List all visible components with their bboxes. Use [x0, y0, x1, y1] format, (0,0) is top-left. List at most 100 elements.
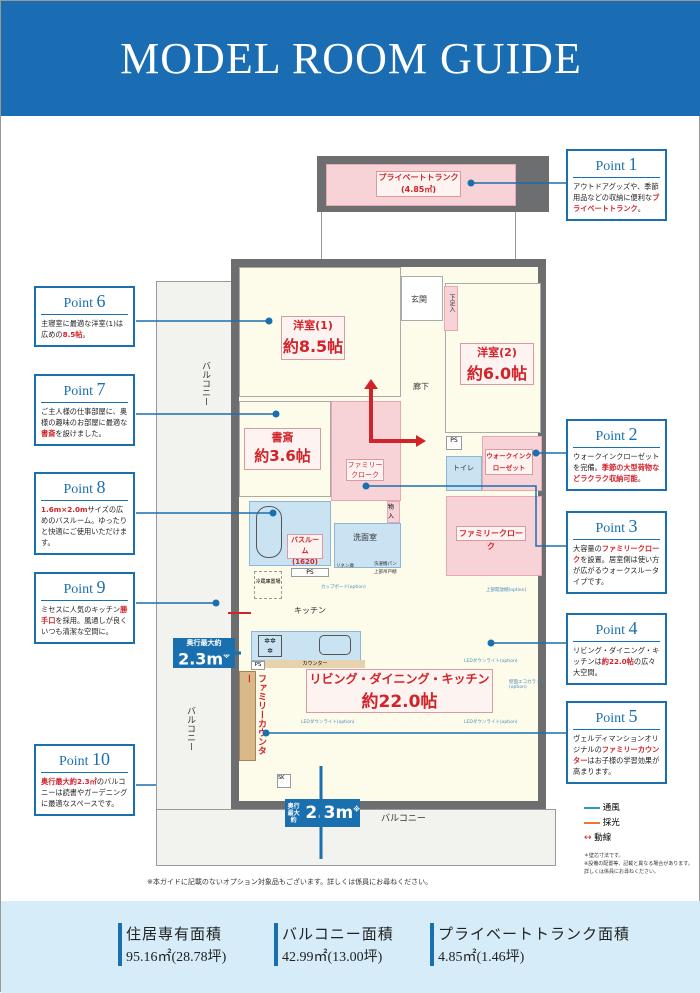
western-room-1-name: 洋室(1) — [293, 319, 333, 332]
cupboard-label: カップボード(option) — [321, 585, 366, 590]
point-text-part: はお子様の学習効果が高まります。 — [573, 756, 660, 776]
point-text: アウトドアグッズや、季節用品などの収納に便利なプライベートトランク。 — [573, 181, 660, 214]
alcove — [321, 212, 516, 259]
balcony-left-label-1: バルコニー — [200, 361, 210, 406]
washroom: 洗面室 — [334, 523, 401, 568]
legend: 通風 採光 ↔ 動線 — [584, 801, 620, 846]
legend-flow: 動線 — [594, 833, 612, 843]
study-label: 書斎約3.6帖 — [244, 428, 321, 470]
point-text: ウォークインクローゼットを完備。季節の大型荷物などラクラク収納可能。 — [573, 451, 660, 484]
kitchen-label: キッチン — [294, 606, 326, 615]
linen-label: リネン庫 — [336, 564, 354, 569]
page-title: MODEL ROOM GUIDE — [1, 1, 700, 116]
point-text-part: ご主人様の仕事部屋に、奥様の趣味のお部屋に最適な — [41, 407, 128, 427]
shoe-cabinet: 下足入 — [444, 286, 458, 331]
point-number: 2 — [628, 424, 638, 444]
point-text-part: アウトドアグッズや、季節用品などの収納に便利な — [573, 182, 659, 202]
point-text-part: を設けました。 — [55, 429, 106, 438]
point-text: リビング・ダイニング・キッチンは約22.0帖の広々大空間。 — [573, 645, 660, 678]
bathtub-icon — [256, 506, 282, 558]
point-text-part: ウォークインクローゼットを完備。 — [573, 452, 660, 472]
point-number: 9 — [96, 577, 106, 597]
ps-label-2: PS — [291, 568, 329, 577]
point-5: Point 5 ヴェルディマンションオリジナルのファミリーカウンターはお子様の学習… — [566, 701, 667, 784]
point-highlight: 勝手口 — [41, 605, 128, 625]
area-title: バルコニー面積 — [282, 927, 394, 943]
trunk-label: プライベートトランク(4.85㎡) — [376, 171, 461, 197]
point-label: Point — [58, 754, 89, 769]
point-label: Point — [595, 623, 626, 638]
storage: 物入 — [387, 501, 400, 523]
point-highlight: 8.5帖 — [62, 330, 83, 339]
point-text-part: ミセスに人気のキッチン — [41, 605, 121, 614]
sk-label: SK — [277, 774, 291, 788]
point-highlight: 書斎 — [41, 429, 56, 438]
ldk-name: リビング・ダイニング・キッチン — [309, 672, 490, 686]
balcony-left — [156, 281, 236, 866]
legend-wind: 通風 — [602, 803, 620, 813]
point-highlight: 1.6m×2.0m — [41, 505, 88, 514]
storage-label: 物入 — [388, 504, 395, 520]
point-text-part: ヴェルディマンションオリジナルの — [573, 734, 659, 754]
depth-value: 2.3m — [178, 649, 224, 669]
toilet: トイレ — [446, 456, 482, 491]
western-room-2-size: 約6.0帖 — [466, 364, 528, 383]
point-number: 8 — [96, 477, 106, 497]
point-label: Point — [63, 296, 94, 311]
ps-label-3: PS — [251, 661, 265, 670]
point-label: Point — [63, 384, 94, 399]
trunk-area: (4.85㎡) — [400, 185, 437, 194]
point-number: 4 — [628, 618, 638, 638]
footnote: ※本ガイドに記載のないオプション対象品もございます。詳しくは係員にお尋ねください… — [147, 878, 433, 886]
point-text-part: の広々大空間。 — [573, 657, 656, 677]
depth-value-2: 2.3m — [305, 803, 354, 823]
area-summary — [1, 901, 700, 993]
point-highlight: ファミリーカウンター — [573, 745, 660, 765]
led-label-1: LEDダウンライト(option) — [464, 659, 518, 664]
led-label-2: LEDダウンライト(option) — [301, 720, 355, 725]
point-text: ご主人様の仕事部屋に、奥様の趣味のお部屋に最適な書斎を設けました。 — [41, 406, 128, 439]
walk-in-closet-label: ウォークインクローゼット — [485, 449, 533, 475]
point-text: 奥行最大約2.3㎡のバルコニーは読書やガーデニングに最適なスペースです。 — [41, 776, 128, 809]
point-label: Point — [595, 711, 626, 726]
point-text-part: を採用。風通しが良くいつも清潔な空間に。 — [41, 616, 128, 636]
point-label: Point — [63, 482, 94, 497]
point-label: Point — [595, 159, 626, 174]
point-text: ミセスに人気のキッチン勝手口を採用。風通しが良くいつも清潔な空間に。 — [41, 604, 128, 637]
ldk-size: 約22.0帖 — [361, 692, 438, 712]
study-name: 書斎 — [271, 431, 294, 444]
western-room-2-label: 洋室(2)約6.0帖 — [460, 343, 534, 385]
eco-carat-label: 壁面エコカラット(option) — [509, 680, 545, 690]
point-4: Point 4 リビング・ダイニング・キッチンは約22.0帖の広々大空間。 — [566, 613, 667, 685]
point-highlight: 奥行最大約2.3㎡ — [41, 777, 97, 786]
point-text-part: 。 — [637, 474, 645, 483]
area-value: 4.85㎡(1.46坪) — [438, 950, 525, 965]
point-highlight: プライベートトランク — [573, 193, 660, 213]
point-text: ヴェルディマンションオリジナルのファミリーカウンターはお子様の学習効果が高まりま… — [573, 733, 660, 777]
point-highlight: 約22.0帖 — [601, 657, 634, 666]
wind-icon — [584, 806, 600, 809]
entrance: 玄関 — [401, 276, 443, 321]
washroom-label: 洗面室 — [353, 533, 377, 542]
point-text: 1.6m×2.0mサイズの広めのバスルーム。ゆったりと快適にご使用いただけます。 — [41, 504, 128, 548]
point-text-part: リビング・ダイニング・キッチンは — [573, 646, 660, 666]
line-point-3 — [366, 485, 566, 547]
note-1: ＊壁芯寸法です。 — [584, 853, 624, 859]
depth-label: 奥行最大約 — [186, 639, 222, 647]
point-7: Point 7 ご主人様の仕事部屋に、奥様の趣味のお部屋に最適な書斎を設けました。 — [34, 374, 135, 446]
bath-label: バスルーム — [291, 536, 319, 555]
point-number: 7 — [96, 379, 106, 399]
point-number: 5 — [628, 706, 638, 726]
balcony-bottom-label: バルコニー — [381, 814, 426, 824]
led-label-3: LEDダウンライト(option) — [464, 720, 518, 725]
point-text-part: 主寝室に最適な洋室(1)は広めの — [41, 319, 124, 339]
point-label: Point — [595, 521, 626, 536]
depth-mark-2: ※ — [353, 805, 360, 814]
